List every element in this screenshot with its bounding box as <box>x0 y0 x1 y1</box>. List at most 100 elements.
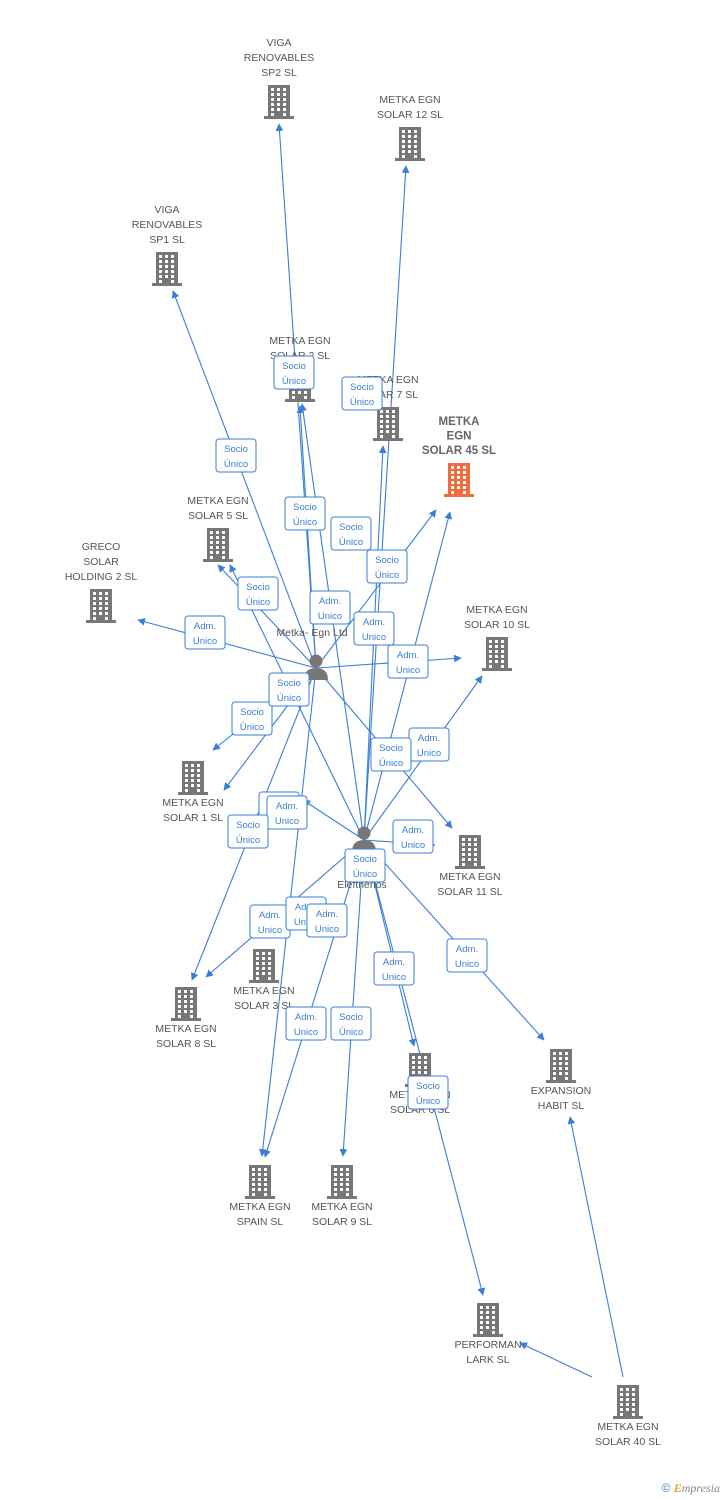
company-name-line: RENOVABLES <box>244 52 314 64</box>
company-name-line: SOLAR 3 SL <box>234 1000 294 1012</box>
relation-label-line: Adm. <box>402 825 424 836</box>
relation-badge[interactable]: Adm.Unico <box>446 938 488 973</box>
relation-label-line: Único <box>339 1027 363 1038</box>
relation-edge <box>567 1116 624 1378</box>
relation-badge[interactable]: Adm.Unico <box>249 904 291 939</box>
relation-label-line: Adm. <box>319 596 341 607</box>
relation-edge <box>339 839 365 1157</box>
relation-label-line: Único <box>375 570 399 581</box>
building-icon <box>613 1385 643 1419</box>
relation-label-line: Unico <box>294 917 318 928</box>
building-icon <box>152 252 182 286</box>
relation-layer: SocioÚnicoSocioÚnicoSocioÚnicoSocioÚnico… <box>184 355 488 1110</box>
relation-label-line: Unico <box>275 816 299 827</box>
company-node[interactable]: METKA EGN SOLAR 8 SL <box>155 987 217 1050</box>
brand-logo: Empresia <box>673 1481 720 1495</box>
relation-label-line: Adm. <box>295 902 317 913</box>
relation-label-line: Adm. <box>456 944 478 955</box>
building-icon <box>327 1165 357 1199</box>
company-name-line: SOLAR 10 SL <box>464 619 530 631</box>
relation-label-line: Único <box>246 597 270 608</box>
company-name-line: VIGA <box>266 37 291 49</box>
relation-label-line: Socio <box>240 707 264 718</box>
company-name-line: HOLDING 2 SL <box>65 571 138 583</box>
building-icon <box>178 761 208 795</box>
company-name-line: VIGA <box>154 204 179 216</box>
company-name-line: METKA EGN <box>155 1023 216 1035</box>
relation-label-line: Socio <box>282 361 306 372</box>
building-icon <box>473 1303 503 1337</box>
company-name-line: SOLAR 5 SL <box>188 510 248 522</box>
company-name-line: METKA EGN <box>187 495 248 507</box>
company-name-line: METKA EGN <box>439 871 500 883</box>
relation-badge[interactable]: Adm.Unico <box>266 795 308 830</box>
person-icon <box>352 826 376 852</box>
relation-badge[interactable]: Adm.Unico <box>387 644 429 679</box>
relation-label-line: Socio <box>224 444 248 455</box>
relation-badge[interactable]: Adm.Unico <box>353 611 395 646</box>
company-name-line: METKA EGN <box>311 1201 372 1213</box>
building-icon <box>264 85 294 119</box>
relation-edge <box>217 564 317 669</box>
relation-label-line: Unico <box>315 924 339 935</box>
relation-label-line: Único <box>240 722 264 733</box>
company-name-line: SOLAR <box>83 556 119 568</box>
relation-label-line: Único <box>416 1096 440 1107</box>
relation-edge <box>302 799 365 841</box>
relation-badge[interactable]: Adm.Unico <box>373 951 415 986</box>
relation-label-line: Adm. <box>259 910 281 921</box>
relation-badge[interactable]: Adm.Unico <box>184 615 226 650</box>
relation-badge[interactable]: Adm.Unico <box>285 1006 327 1041</box>
relation-label-line: Socio <box>416 1081 440 1092</box>
relation-badge[interactable]: Adm.Unico <box>306 903 348 938</box>
building-icon <box>455 835 485 869</box>
building-icon <box>395 127 425 161</box>
relation-edge <box>263 839 365 1158</box>
footer-brand[interactable]: © Empresia <box>662 1481 720 1496</box>
company-name-line: METKA EGN <box>162 797 223 809</box>
building-icon <box>546 1049 576 1083</box>
person-icon <box>304 654 328 680</box>
company-name-line: SOLAR 8 SL <box>156 1038 216 1050</box>
company-name-line: PERFORMAN <box>454 1339 521 1351</box>
company-node[interactable]: METKA EGN SOLAR 5 SL <box>187 495 249 562</box>
relation-badge[interactable]: Adm.Unico <box>309 590 351 625</box>
relation-label-line: Adm. <box>363 617 385 628</box>
relation-edge <box>171 290 317 669</box>
relation-badge[interactable]: Adm.Unico <box>408 727 450 762</box>
relation-label-line: Unico <box>417 748 441 759</box>
person-node[interactable]: Metka- Egn Ltd <box>276 627 348 680</box>
company-name-line: SPAIN SL <box>237 1216 284 1228</box>
relation-badge[interactable]: Adm.Unico <box>392 819 434 854</box>
relation-label-line: Socio <box>379 743 403 754</box>
